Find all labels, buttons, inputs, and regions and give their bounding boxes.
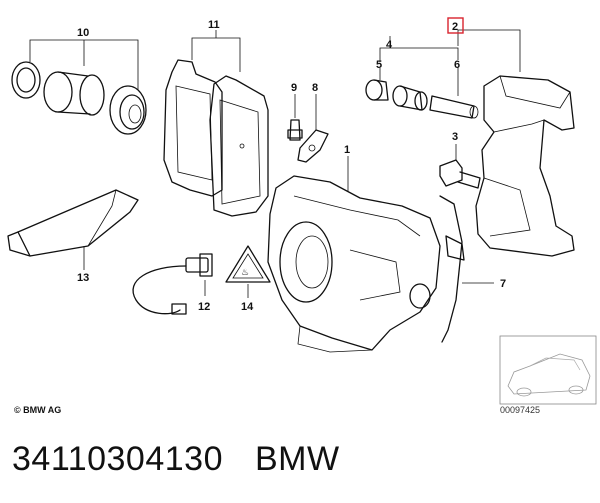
callout-4: 4 <box>386 39 393 51</box>
guide-pin-assembly <box>365 36 479 119</box>
part-caption: 34110304130 BMW <box>12 440 340 479</box>
brake-pad-set <box>163 30 269 217</box>
mounting-bolt <box>439 144 481 189</box>
vehicle-thumbnail <box>499 335 597 405</box>
callout-2-highlight-box <box>447 17 464 34</box>
caliper-housing <box>267 156 441 353</box>
callout-5: 5 <box>376 59 382 71</box>
callout-12: 12 <box>198 301 210 313</box>
callout-2: 2 <box>452 21 458 33</box>
grease-tube <box>7 189 139 270</box>
callout-14: 14 <box>241 301 254 313</box>
warning-label-triangle: ♨ <box>225 245 271 298</box>
brand-name: BMW <box>254 440 340 478</box>
copyright-notice: © BMW AG <box>14 405 62 415</box>
callout-9: 9 <box>291 82 297 94</box>
callout-7: 7 <box>500 278 506 290</box>
svg-text:♨: ♨ <box>241 267 249 277</box>
callout-8: 8 <box>312 82 318 94</box>
callout-10: 10 <box>77 27 89 39</box>
image-reference-number: 00097425 <box>500 405 541 415</box>
anti-rattle-spring <box>439 195 494 343</box>
piston-seal-assembly <box>11 39 147 135</box>
callout-1: 1 <box>344 144 350 156</box>
bleeder-screw-and-bracket <box>287 94 329 163</box>
wear-sensor <box>132 253 213 315</box>
exploded-parts-diagram: ♨ <box>7 17 597 405</box>
caliper-carrier <box>457 29 575 257</box>
callout-6: 6 <box>454 59 460 71</box>
callout-13: 13 <box>77 272 89 284</box>
callout-3: 3 <box>452 131 458 143</box>
part-number: 34110304130 <box>12 440 223 478</box>
callout-11: 11 <box>208 19 220 31</box>
